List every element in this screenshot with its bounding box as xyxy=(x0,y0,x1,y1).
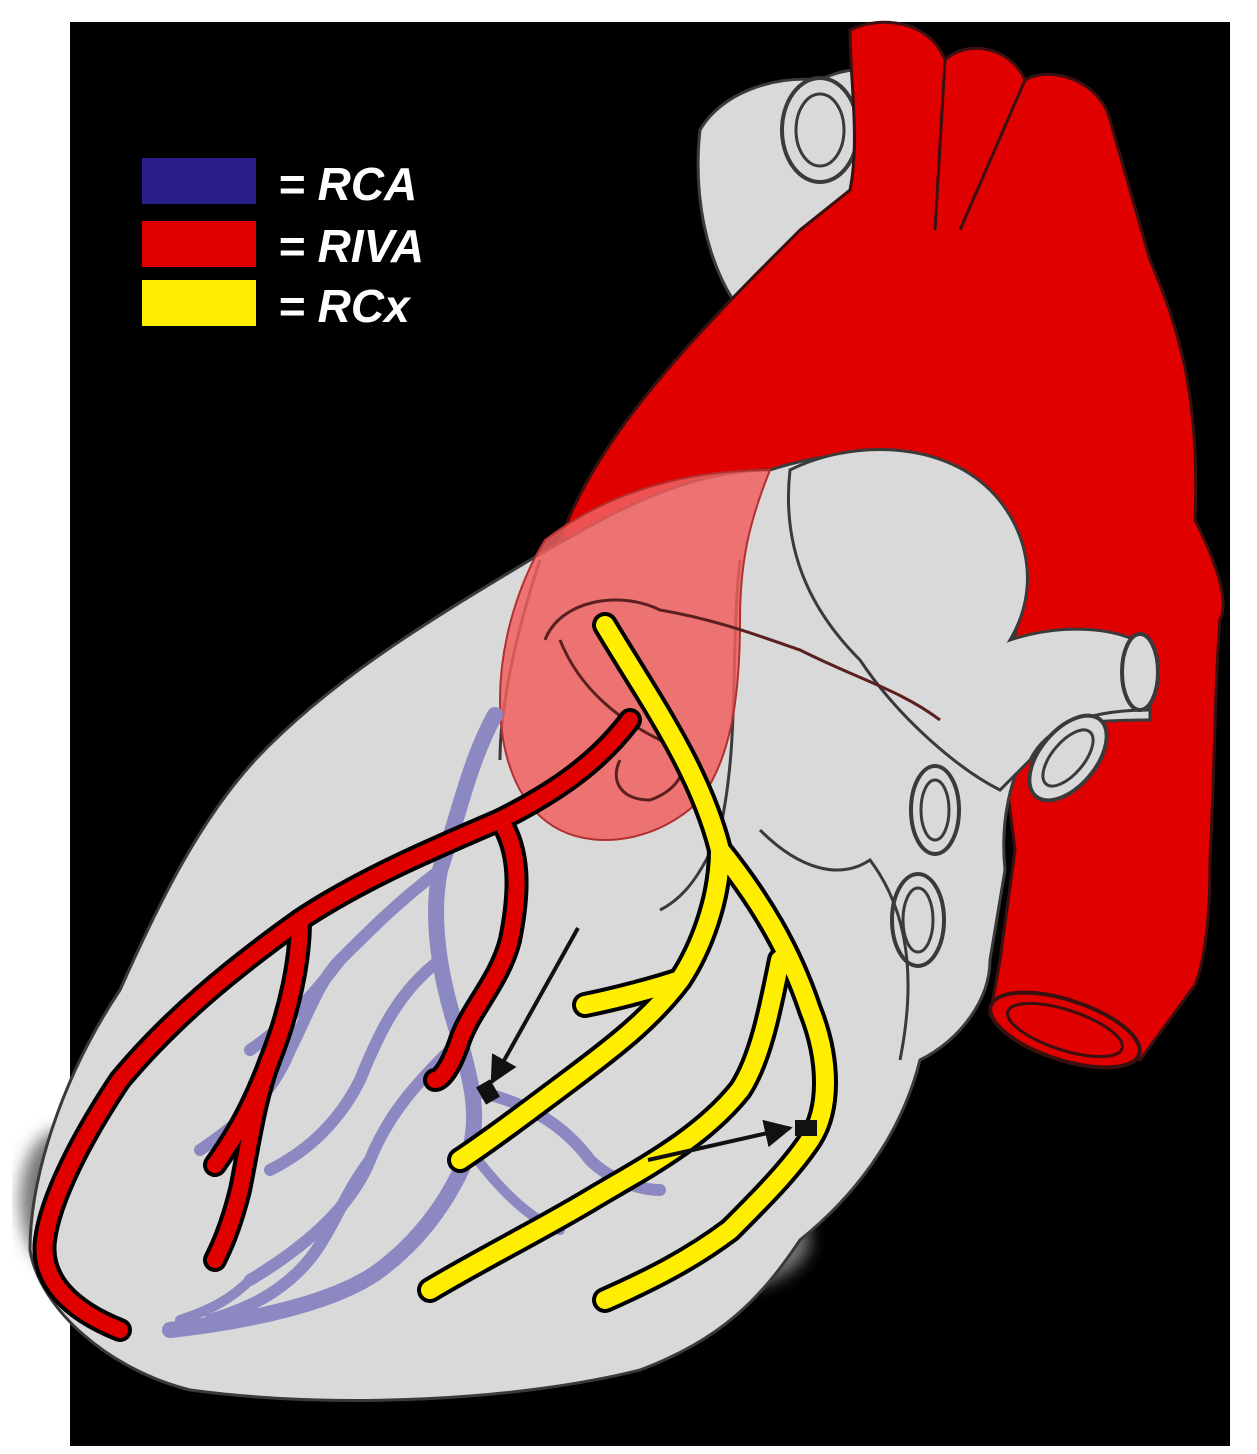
riva-vessels xyxy=(32,708,642,1342)
vessel-opening xyxy=(1027,713,1109,803)
aortic-arch-lines xyxy=(933,59,1027,231)
vessel-opening xyxy=(794,92,846,168)
stenosis-marker-2 xyxy=(795,1120,817,1136)
aorta-cut-end xyxy=(988,990,1142,1070)
legend: = RCA = RIVA = RCx xyxy=(142,158,424,332)
legend-label-rcx: = RCx xyxy=(278,280,412,332)
legend-label-riva: = RIVA xyxy=(278,220,424,272)
pulmonary-vein xyxy=(909,764,961,856)
riva-main xyxy=(36,712,638,1338)
legend-swatch-rcx xyxy=(142,280,256,326)
legend-swatch-riva xyxy=(142,221,256,267)
pulmonary-vein xyxy=(901,886,935,954)
arrow-1 xyxy=(490,927,580,1085)
vessel-opening xyxy=(1120,632,1160,712)
aorta-cut-end-inner xyxy=(1006,1001,1124,1059)
arrow-2 xyxy=(647,1119,793,1162)
rcx-main xyxy=(596,616,834,1309)
rcx-branch xyxy=(451,841,729,1169)
vessel-opening xyxy=(1041,728,1095,788)
legend-label-rca: = RCA xyxy=(278,158,417,210)
legend-swatch-rca xyxy=(142,158,256,204)
pulmonary-vein xyxy=(919,778,951,842)
stenosis-marker-1 xyxy=(476,1079,500,1105)
